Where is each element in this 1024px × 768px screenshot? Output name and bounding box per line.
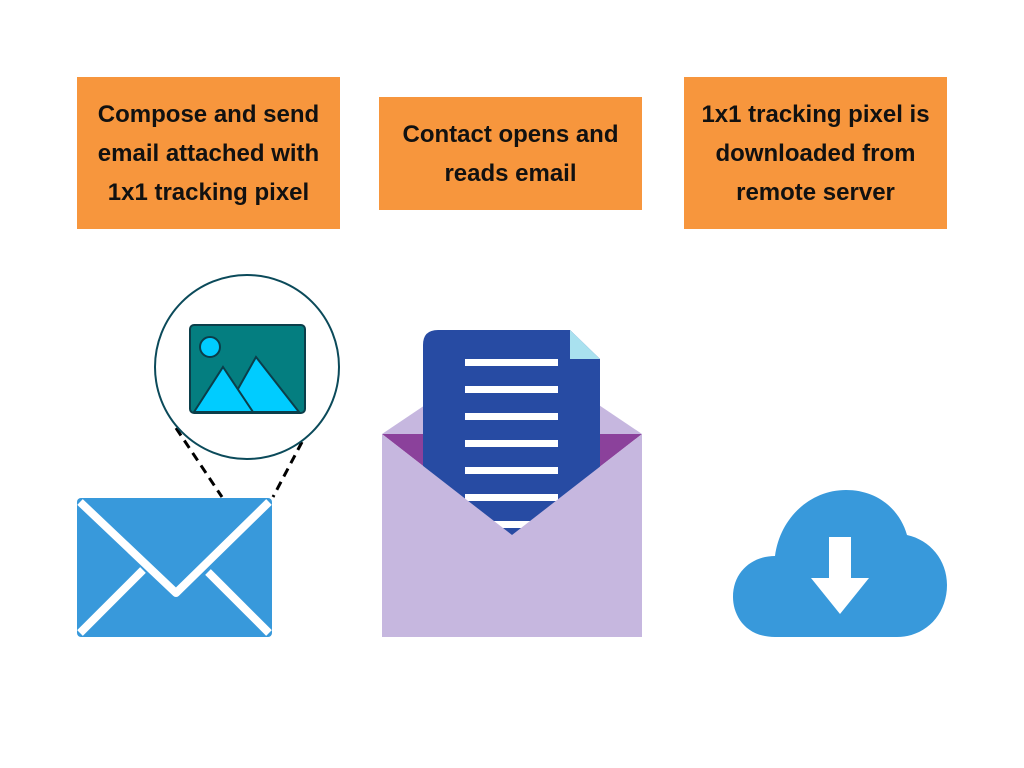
- envelope-icon: [77, 498, 272, 637]
- step-3-label: 1x1 tracking pixel is downloaded from re…: [684, 77, 947, 229]
- download-arrow-icon: [811, 537, 869, 614]
- letter-document-icon: [423, 330, 600, 540]
- cloud-download-icon: [733, 490, 947, 637]
- step-2-label: Contact opens and reads email: [379, 97, 642, 210]
- step-1-label: Compose and send email attached with 1x1…: [77, 77, 340, 229]
- image-icon: [189, 324, 306, 414]
- open-envelope-icon: [382, 330, 642, 637]
